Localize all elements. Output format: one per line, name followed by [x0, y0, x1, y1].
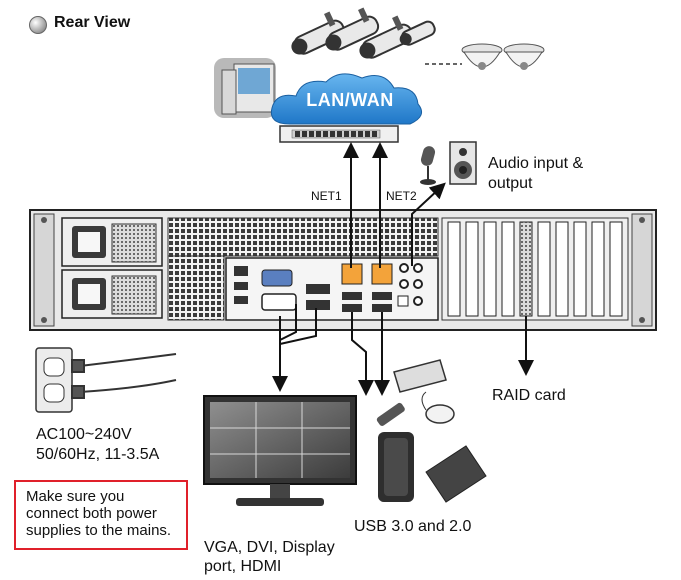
external-hard-drive-icon: [378, 432, 414, 502]
lan-port-net2: [371, 263, 393, 285]
usb-port: [234, 296, 248, 304]
hdmi-port: [306, 300, 330, 310]
net1-label: NET1: [311, 189, 342, 203]
mouse-icon: [421, 391, 455, 424]
usb-port: [234, 266, 248, 276]
speaker-icon: [449, 141, 477, 185]
section-title: Rear View: [54, 14, 131, 31]
monitor-icon: [203, 395, 357, 506]
portable-drive-icon: [425, 445, 487, 503]
network-switch-icon: [279, 125, 399, 143]
power-spec-line1: AC100~240V: [36, 426, 132, 443]
power-spec-line2: 50/60Hz, 11-3.5A: [36, 446, 160, 463]
warning-line: connect both power: [26, 505, 157, 522]
network-cloud-icon: [270, 73, 423, 125]
microphone-icon: [420, 146, 436, 185]
video-label-line2: port, HDMI: [204, 558, 282, 575]
warning-line: supplies to the mains.: [26, 522, 172, 539]
audio-jacks: [397, 263, 423, 307]
expansion-slots: [441, 217, 629, 321]
vent-grid: [167, 255, 225, 321]
power-supply-2: [61, 269, 163, 319]
display-port: [306, 284, 330, 294]
raid-card-label: RAID card: [492, 387, 566, 404]
keyboard-icon: [393, 359, 447, 393]
audio-label-line2: output: [488, 175, 533, 192]
io-panel: [225, 257, 439, 321]
usb-flash-drive-icon: [376, 402, 405, 426]
net2-label: NET2: [386, 189, 417, 203]
audio-label-line1: Audio input &: [488, 155, 584, 172]
network-cloud-label: LAN/WAN: [306, 90, 394, 110]
usb-label: USB 3.0 and 2.0: [354, 518, 472, 535]
power-supply-1: [61, 217, 163, 267]
power-cord-icon: [71, 353, 177, 399]
usb-port: [342, 304, 362, 312]
dome-camera-icon: [461, 43, 545, 70]
dvi-port: [261, 293, 297, 311]
usb-port: [234, 282, 248, 290]
vent-grid: [167, 217, 439, 257]
vga-port: [261, 269, 293, 287]
video-label-line1: VGA, DVI, Display: [204, 539, 335, 556]
connection-lines: [272, 142, 534, 396]
bullet-camera-icon: [291, 7, 436, 59]
usb-port: [372, 304, 392, 312]
section-bullet-icon: [29, 16, 47, 34]
wall-outlet-icon: [35, 347, 73, 413]
usb-port: [372, 292, 392, 300]
power-warning-box: Make sure you connect both power supplie…: [14, 480, 188, 550]
client-pc-icon: [214, 58, 276, 118]
usb-port: [342, 292, 362, 300]
warning-line: Make sure you: [26, 488, 125, 505]
